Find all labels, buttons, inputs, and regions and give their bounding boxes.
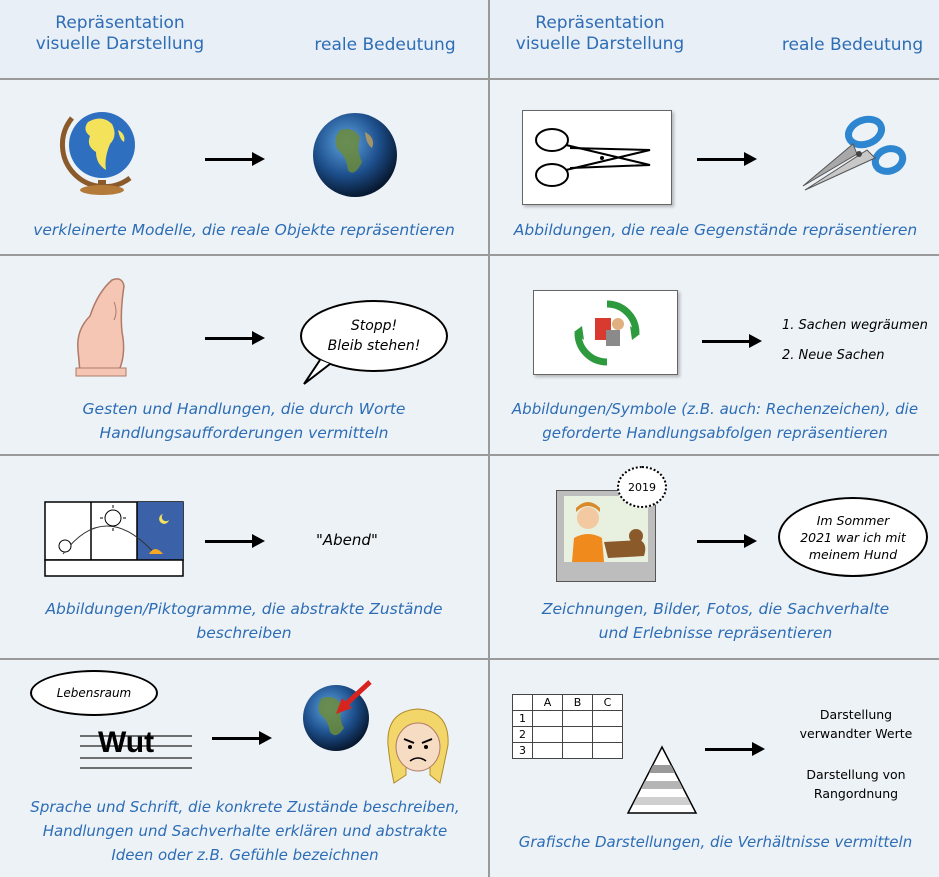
day-time-pictogram bbox=[44, 501, 184, 577]
globe-icon bbox=[60, 112, 135, 195]
table-cell bbox=[532, 726, 563, 743]
summer-line-2: 2021 war ich mit bbox=[800, 529, 906, 545]
caption-photos: Zeichnungen, Bilder, Fotos, die Sachverh… bbox=[541, 600, 890, 642]
table-cell bbox=[592, 710, 623, 727]
step-1: 1. Sachen wegräumen bbox=[782, 318, 928, 333]
arrow-graphics bbox=[705, 742, 765, 756]
step-2: 2. Neue Sachen bbox=[782, 348, 885, 363]
table-cell bbox=[562, 710, 593, 727]
summer-line-3: meinem Hund bbox=[808, 546, 898, 562]
header-left-meaning: reale Bedeutung bbox=[314, 35, 456, 55]
recycle-icon bbox=[574, 300, 640, 366]
row-header: 1 bbox=[512, 710, 533, 727]
writing-lines bbox=[80, 735, 192, 769]
row-divider-3 bbox=[0, 454, 939, 456]
header-left-representation: Repräsentation visuelle Darstellung bbox=[35, 13, 205, 54]
abend-word: "Abend" bbox=[316, 531, 378, 549]
table-cell bbox=[562, 726, 593, 743]
lebensraum-text: Lebensraum bbox=[56, 686, 132, 700]
speech-bubble-summer: Im Sommer 2021 war ich mit meinem Hund bbox=[778, 497, 928, 577]
speech-bubble-stop: Stopp! Bleib stehen! bbox=[300, 300, 448, 372]
arrow-gestures bbox=[205, 331, 265, 345]
row-divider-4 bbox=[0, 658, 939, 660]
header-right-meaning: reale Bedeutung bbox=[781, 35, 924, 55]
row-header: 3 bbox=[512, 742, 533, 759]
bubble-line-1: Stopp! bbox=[350, 318, 398, 334]
stop-hand-icon bbox=[75, 278, 127, 377]
caption-symbols: Abbildungen/Symbole (z.B. auch: Rechenze… bbox=[511, 400, 919, 442]
column-header: C bbox=[592, 694, 623, 711]
arrow-pictograms bbox=[205, 534, 265, 548]
bubble-tail-stop bbox=[303, 359, 331, 385]
row-divider-1 bbox=[0, 78, 939, 80]
scissors-color-icon bbox=[802, 115, 907, 191]
caption-graphics: Grafische Darstellungen, die Verhältniss… bbox=[518, 833, 913, 851]
caption-pictures: Abbildungen, die reale Gegenstände reprä… bbox=[513, 221, 918, 239]
table-cell bbox=[532, 742, 563, 759]
year-label: 2019 bbox=[628, 480, 656, 494]
arrow-models bbox=[205, 152, 265, 166]
scissors-drawing-card bbox=[522, 110, 672, 205]
header-background bbox=[0, 0, 939, 78]
caption-models: verkleinerte Modelle, die reale Objekte … bbox=[33, 221, 455, 239]
pyramid-icon bbox=[626, 745, 698, 814]
row-divider-2 bbox=[0, 254, 939, 256]
year-bubble: 2019 bbox=[617, 466, 667, 508]
speech-bubble-lebensraum: Lebensraum bbox=[30, 670, 158, 716]
column-header: A bbox=[532, 694, 563, 711]
angry-girl-icon bbox=[387, 708, 449, 784]
column-divider bbox=[488, 0, 490, 877]
label-related-values: Darstellung verwandter Werte bbox=[799, 707, 913, 741]
column-header: B bbox=[562, 694, 593, 711]
summer-line-1: Im Sommer bbox=[816, 512, 890, 528]
caption-language: Sprache und Schrift, die konkrete Zustän… bbox=[30, 798, 460, 864]
label-ranking: Darstellung von Rangordnung bbox=[806, 767, 906, 801]
arrow-language bbox=[212, 731, 272, 745]
header-right-representation: Repräsentation visuelle Darstellung bbox=[515, 13, 685, 54]
caption-gestures: Gesten und Handlungen, die durch Worte H… bbox=[82, 400, 406, 442]
arrow-pictures bbox=[697, 152, 757, 166]
table-cell bbox=[562, 742, 593, 759]
row-header: 2 bbox=[512, 726, 533, 743]
wut-word: Wut bbox=[98, 726, 155, 759]
caption-pictograms: Abbildungen/Piktogramme, die abstrakte Z… bbox=[45, 600, 443, 642]
table-cell bbox=[592, 726, 623, 743]
arrow-symbols bbox=[702, 334, 762, 348]
arrow-photos bbox=[697, 534, 757, 548]
earth-icon bbox=[313, 113, 397, 197]
table-corner bbox=[512, 694, 533, 711]
earth-pointer-icon bbox=[303, 680, 372, 751]
scissors-outline-icon bbox=[535, 128, 651, 187]
spreadsheet-table: A B C 1 2 3 bbox=[512, 694, 623, 759]
bubble-line-2: Bleib stehen! bbox=[327, 338, 421, 354]
table-cell bbox=[592, 742, 623, 759]
table-cell bbox=[532, 710, 563, 727]
